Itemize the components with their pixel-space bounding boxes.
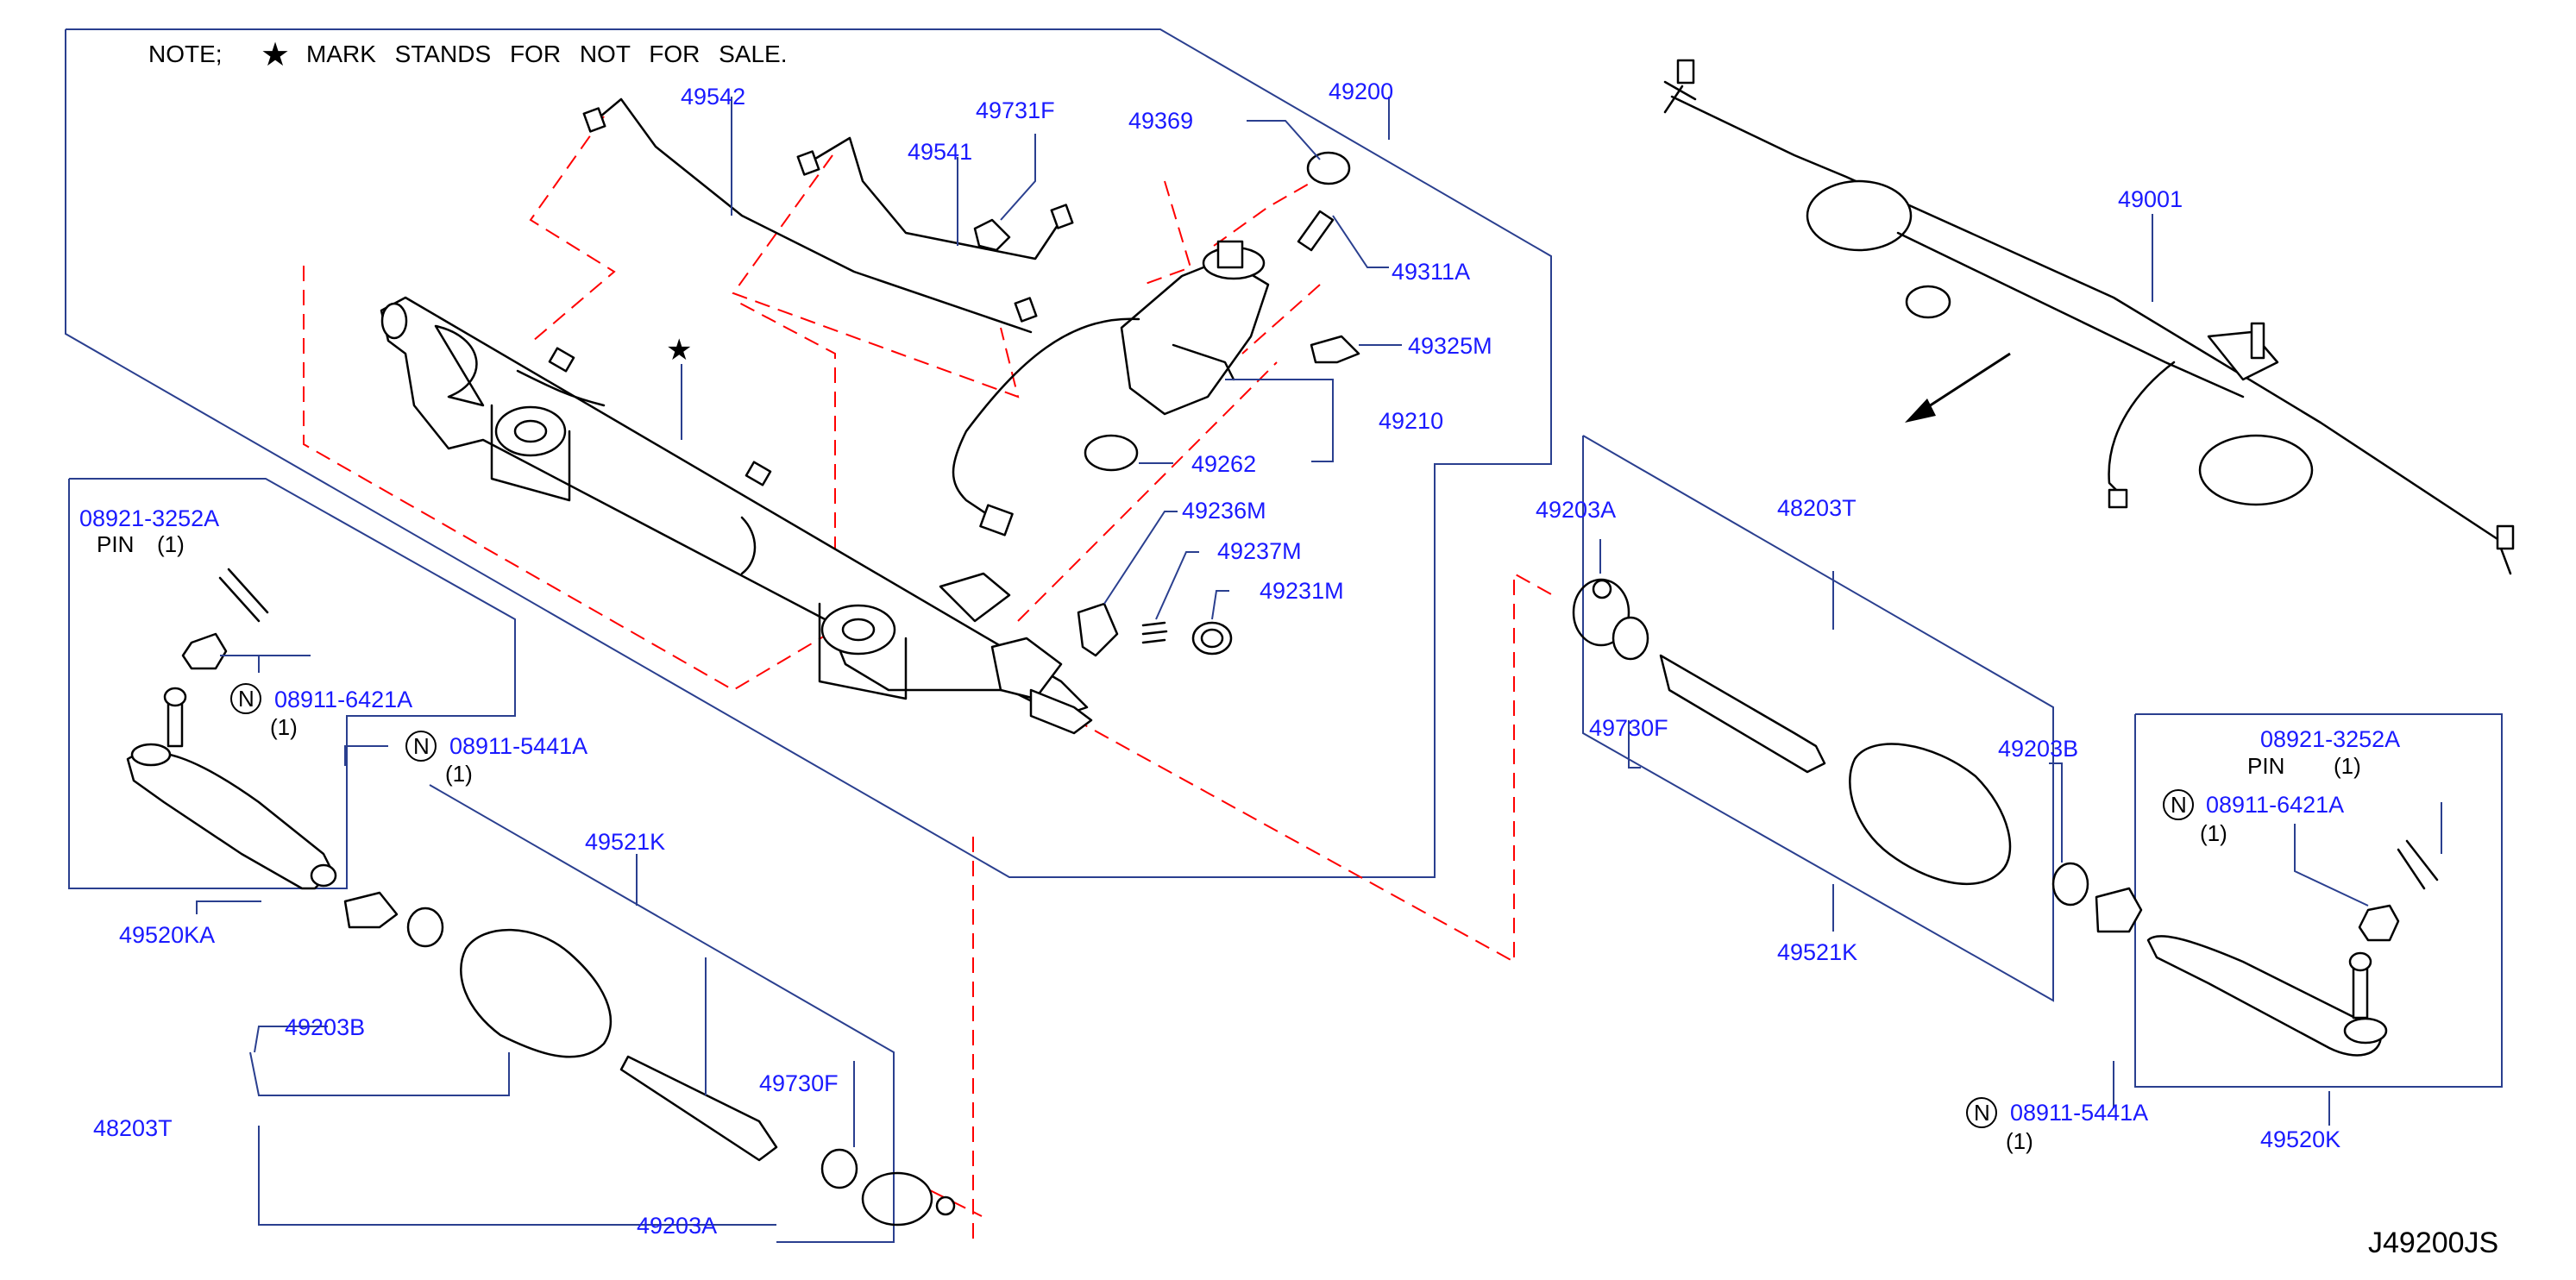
label-l-48203T: 48203T	[93, 1115, 173, 1141]
control-valve	[952, 240, 1270, 536]
plug-49325m-part	[1310, 335, 1360, 364]
label-r-pin-part: 08921-3252A	[2260, 726, 2400, 752]
inner-socket-right	[1572, 578, 2143, 933]
label-l-nut2-qty: (1)	[445, 761, 473, 787]
n-icon	[1966, 1097, 1997, 1128]
assembly-boundary-right-tie-rod	[2134, 713, 2503, 1088]
feed-tubes	[582, 97, 1074, 334]
label-r-nut2-qty: (1)	[2006, 1128, 2033, 1154]
label-r-nut2-part: 08911-5441A	[2010, 1100, 2148, 1126]
label-49541: 49541	[908, 139, 972, 165]
label-l-pin-part: 08921-3252A	[79, 505, 219, 531]
label-l-nut-part: 08911-6421A	[274, 687, 412, 712]
tie-rod-end-left	[126, 568, 337, 890]
label-49542: 49542	[681, 84, 745, 110]
rack-housing	[380, 296, 1093, 735]
label-49325M: 49325M	[1408, 333, 1492, 359]
label-r-pin-qty: (1)	[2334, 753, 2361, 779]
label-49520KA: 49520KA	[119, 922, 215, 948]
note: NOTE; ★ MARK STANDS FOR NOT FOR SALE.	[148, 35, 787, 73]
note-prefix: NOTE;	[148, 41, 223, 67]
label-49311A: 49311A	[1392, 259, 1470, 285]
cap-49236m-part	[1077, 602, 1119, 657]
label-r-49730F: 49730F	[1589, 715, 1668, 741]
label-r-nut-part: 08911-6421A	[2206, 792, 2344, 818]
label-r-48203T: 48203T	[1777, 495, 1857, 521]
label-l-49203B: 49203B	[285, 1014, 365, 1040]
label-l-nut2-part: 08911-5441A	[449, 733, 587, 759]
tie-rod-end-right	[2146, 839, 2439, 1057]
label-r-pin: PIN	[2247, 753, 2284, 779]
label-r-49521K: 49521K	[1777, 939, 1857, 965]
assembly-boundary-left-inner	[429, 784, 895, 1243]
label-l-49203A: 49203A	[637, 1213, 717, 1239]
label-r-nut-qty: (1)	[2200, 820, 2227, 846]
assembly-boundary-right-inner	[1582, 435, 2054, 1002]
assembly-dashed-lines	[303, 116, 1554, 1242]
bolt-49311a-part	[1297, 210, 1335, 252]
label-r-49203B: 49203B	[1998, 736, 2078, 762]
not-for-sale-star-icon: ★	[666, 333, 692, 367]
callout-labels: 49542 49731F 49541 49369 49200 49311A 49…	[79, 78, 2400, 1239]
n-symbol-3: N	[2171, 792, 2187, 818]
n-icon	[405, 731, 437, 762]
direction-arrow-icon	[1905, 352, 2011, 423]
o-ring-49262-part	[1084, 434, 1139, 472]
label-l-pin: PIN	[97, 531, 134, 557]
label-49520K: 49520K	[2260, 1126, 2340, 1152]
label-49001: 49001	[2118, 186, 2183, 212]
leader-lines	[196, 97, 2442, 1226]
inner-socket-left	[343, 891, 956, 1227]
label-l-pin-qty: (1)	[157, 531, 185, 557]
n-symbol-2: N	[413, 733, 430, 759]
n-symbol-4: N	[1974, 1100, 1990, 1126]
star-icon: ★	[261, 35, 290, 73]
seal-cap-49369-part	[1306, 151, 1351, 185]
label-49369: 49369	[1128, 108, 1193, 134]
label-49731F: 49731F	[976, 97, 1055, 123]
assembly-boundary-left-tie-rod	[68, 478, 516, 889]
label-49210: 49210	[1379, 408, 1443, 434]
label-r-49203A: 49203A	[1536, 497, 1616, 523]
label-49231M: 49231M	[1260, 578, 1344, 604]
diagram-code: J49200JS	[2368, 1227, 2498, 1259]
label-49200: 49200	[1329, 78, 1393, 104]
n-icon	[230, 683, 261, 714]
label-l-nut-qty: (1)	[270, 714, 298, 740]
label-l-49521K: 49521K	[585, 829, 665, 855]
note-text: MARK STANDS FOR NOT FOR SALE.	[306, 41, 787, 67]
label-49237M: 49237M	[1217, 538, 1302, 564]
assembly-boundary-main	[65, 28, 1552, 878]
label-49262: 49262	[1191, 451, 1256, 477]
n-symbol-1: N	[238, 686, 254, 712]
label-49236M: 49236M	[1182, 498, 1266, 524]
gear-assembly-49001	[1663, 59, 2515, 575]
n-icon	[2163, 789, 2194, 820]
spring-49237m-part	[1141, 621, 1168, 644]
label-l-49730F: 49730F	[759, 1070, 839, 1096]
